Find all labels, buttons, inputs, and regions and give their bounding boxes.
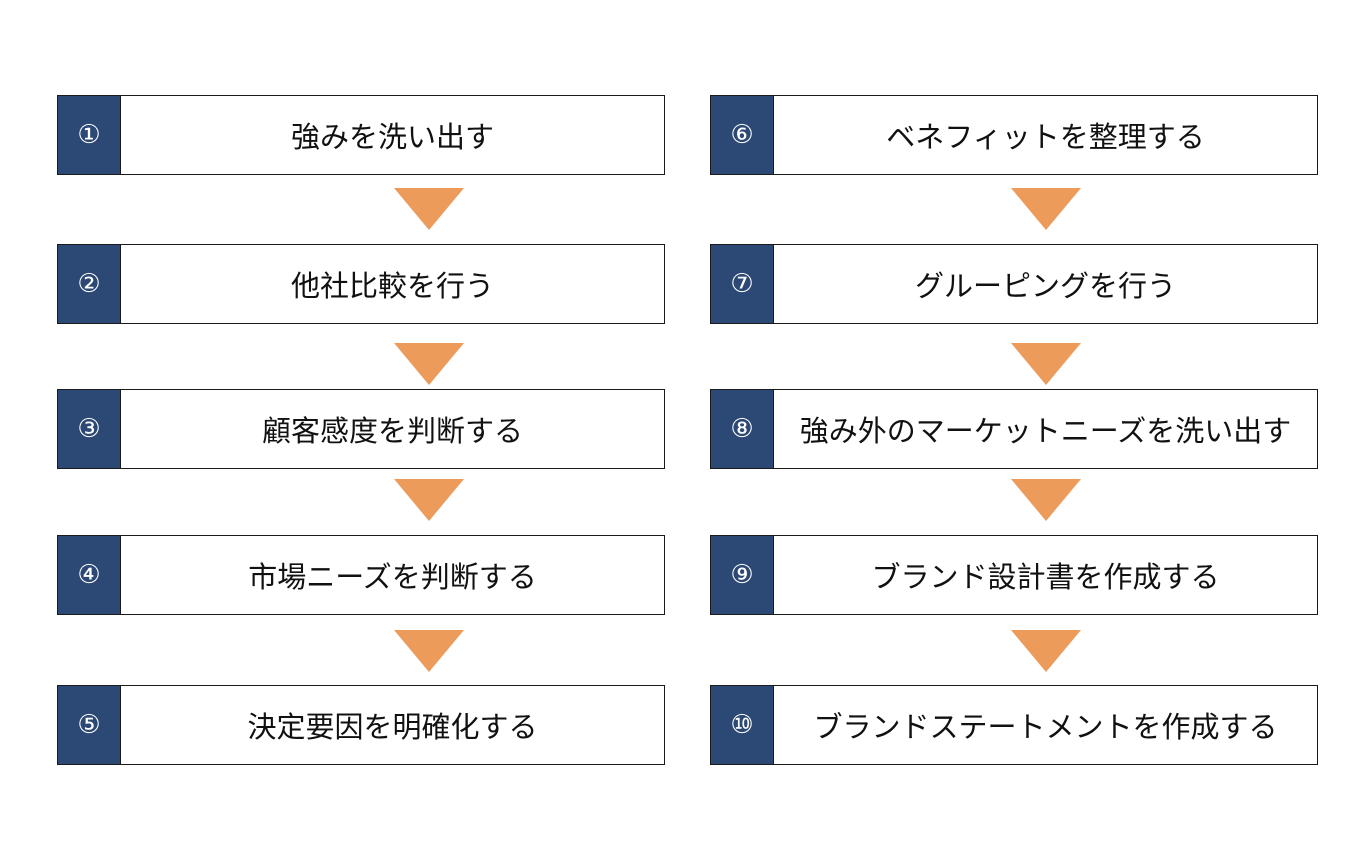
- step-label: グルーピングを行う: [914, 269, 1176, 303]
- step-1: ① 強みを洗い出す: [57, 95, 665, 175]
- step-label: ブランドステートメントを作成する: [813, 710, 1278, 744]
- step-label: 強み外のマーケットニーズを洗い出す: [799, 414, 1292, 448]
- down-arrow-icon: [394, 630, 464, 672]
- step-number: ⑦: [711, 245, 774, 323]
- step-6: ⑥ ベネフィットを整理する: [710, 95, 1318, 175]
- step-label: 他社比較を行う: [290, 269, 494, 303]
- down-arrow-icon: [1011, 343, 1081, 385]
- step-number: ④: [58, 536, 121, 614]
- step-number: ⑨: [711, 536, 774, 614]
- step-label: ベネフィットを整理する: [886, 120, 1205, 154]
- step-number: ③: [58, 390, 121, 468]
- step-label: 決定要因を明確化する: [247, 710, 538, 744]
- step-label: 市場ニーズを判断する: [248, 560, 537, 594]
- step-number: ⑤: [58, 686, 121, 764]
- step-8: ⑧ 強み外のマーケットニーズを洗い出す: [710, 389, 1318, 469]
- step-number: ②: [58, 245, 121, 323]
- step-label: 強みを洗い出す: [290, 120, 494, 154]
- step-number: ①: [58, 96, 121, 174]
- step-number: ⑧: [711, 390, 774, 468]
- right-flow-column: ⑥ ベネフィットを整理する ⑦ グルーピングを行う ⑧ 強み外のマーケットニーズ…: [710, 0, 1320, 854]
- step-5: ⑤ 決定要因を明確化する: [57, 685, 665, 765]
- step-2: ② 他社比較を行う: [57, 244, 665, 324]
- down-arrow-icon: [394, 343, 464, 385]
- step-number: ⑥: [711, 96, 774, 174]
- step-10: ⑩ ブランドステートメントを作成する: [710, 685, 1318, 765]
- left-flow-column: ① 強みを洗い出す ② 他社比較を行う ③ 顧客感度を判断する ④ 市場ニーズを…: [57, 0, 667, 854]
- step-7: ⑦ グルーピングを行う: [710, 244, 1318, 324]
- step-number: ⑩: [711, 686, 774, 764]
- step-3: ③ 顧客感度を判断する: [57, 389, 665, 469]
- down-arrow-icon: [394, 479, 464, 521]
- down-arrow-icon: [394, 188, 464, 230]
- down-arrow-icon: [1011, 479, 1081, 521]
- down-arrow-icon: [1011, 630, 1081, 672]
- down-arrow-icon: [1011, 188, 1081, 230]
- step-label: ブランド設計書を作成する: [871, 560, 1220, 594]
- step-9: ⑨ ブランド設計書を作成する: [710, 535, 1318, 615]
- step-label: 顧客感度を判断する: [261, 414, 523, 448]
- step-4: ④ 市場ニーズを判断する: [57, 535, 665, 615]
